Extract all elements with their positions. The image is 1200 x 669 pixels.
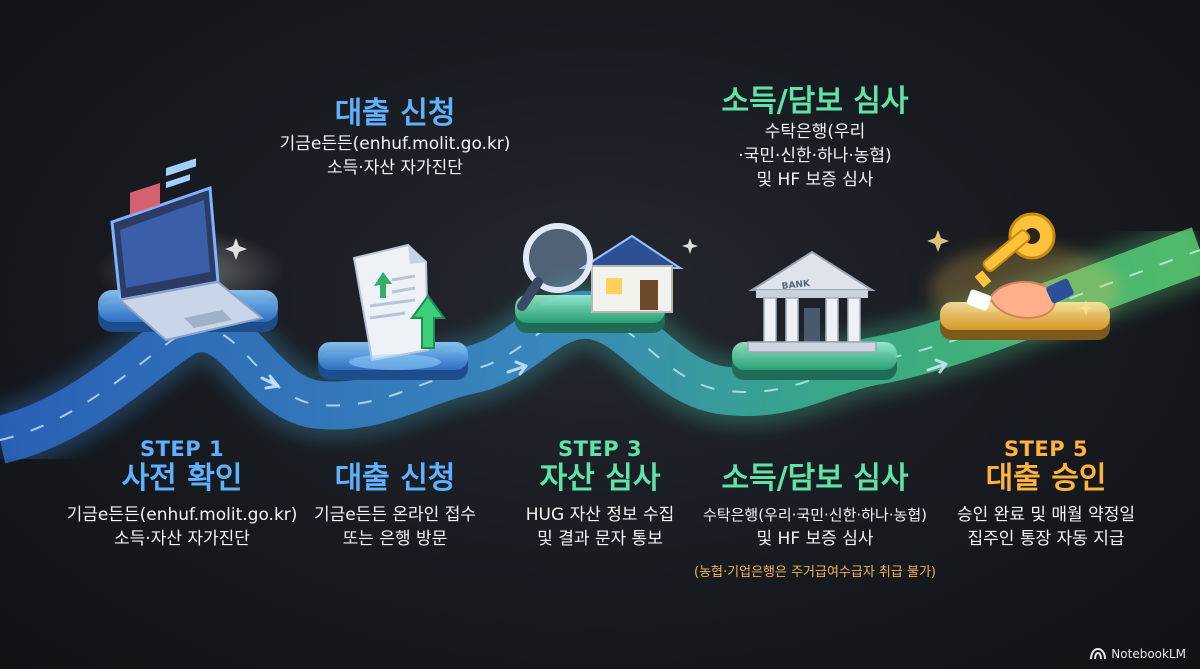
step-4-label: 소득/담보 심사 수탁은행(우리·국민·신한·하나·농협) 및 HF 보증 심사… [694,461,936,580]
top-label-loan-application: 대출 신청 기금e든든(enhuf.molit.go.kr) 소득·자산 자가진… [280,96,511,180]
step-desc-line: HUG 자산 정보 수집 [525,505,675,525]
step-desc-line: 또는 은행 방문 [342,529,448,549]
step-1-label: STEP 1 사전 확인 기금e든든(enhuf.molit.go.kr) 소득… [67,437,298,551]
step-desc-line: 기금e든든(enhuf.molit.go.kr) [66,505,298,525]
step-desc-line: 및 HF 보증 심사 [756,529,874,549]
step-desc-line: 승인 완료 및 매월 약정일 [956,505,1136,525]
top-label-line: 및 HF 보증 심사 [756,170,874,190]
notebooklm-logo-icon [1090,648,1107,660]
road-arrow-icon [506,360,528,376]
top-label-line: ·국민·신한·하나·농협) [738,146,892,166]
step-desc-line: 소득·자산 자가진단 [114,529,250,549]
top-label-line: 기금e든든(enhuf.molit.go.kr) [279,134,511,154]
sparkle-icon [225,238,247,260]
house-magnifier-icon [517,223,684,313]
step-title: 대출 신청 [334,461,456,496]
step-desc-line: 및 결과 문자 통보 [537,529,663,549]
step-desc-line: 기금e든든 온라인 접수 [313,505,477,525]
step-note: (농협·기업은행은 주거급여수급자 취급 불가) [694,565,936,580]
step-2-label: 대출 신청 기금e든든 온라인 접수 또는 은행 방문 [314,461,476,551]
sparkle-icon [1078,300,1094,316]
step-number: STEP 5 [1003,437,1089,461]
key-handshake-icon [966,212,1074,319]
step-desc-line: 수탁은행(우리·국민·신한·하나·농협) [703,506,927,524]
top-label-title: 소득/담보 심사 [721,84,909,119]
step-title: 소득/담보 심사 [721,461,909,496]
road-arrow-icon [260,374,280,390]
svg-text:BANK: BANK [781,279,811,292]
footer-label: NotebookLM [1111,647,1186,661]
top-label-line: 수탁은행(우리 [764,122,866,142]
step-number: STEP 3 [557,437,643,461]
step-desc-line: 집주인 통장 자동 지급 [967,529,1125,549]
sparkle-icon [927,230,949,252]
step-3-label: STEP 3 자산 심사 HUG 자산 정보 수집 및 결과 문자 통보 [526,437,674,551]
laptop-icon [110,158,265,342]
footer-brand: NotebookLM [1090,647,1186,661]
step-title: 사전 확인 [121,461,243,496]
road-arrow-icon [926,358,948,374]
bank-icon: BANK [747,250,877,353]
step-5-label: STEP 5 대출 승인 승인 완료 및 매월 약정일 집주인 통장 자동 지급 [957,437,1135,551]
top-label-line: 소득·자산 자가진단 [327,158,463,178]
top-label-income-collateral-review: 소득/담보 심사 수탁은행(우리 ·국민·신한·하나·농협) 및 HF 보증 심… [721,84,908,192]
step-number: STEP 1 [139,437,225,461]
step-title: 대출 승인 [985,461,1107,496]
top-label-title: 대출 신청 [334,96,456,131]
step-title: 자산 심사 [539,461,661,496]
document-upload-icon [349,243,446,370]
sparkle-icon [682,238,698,254]
